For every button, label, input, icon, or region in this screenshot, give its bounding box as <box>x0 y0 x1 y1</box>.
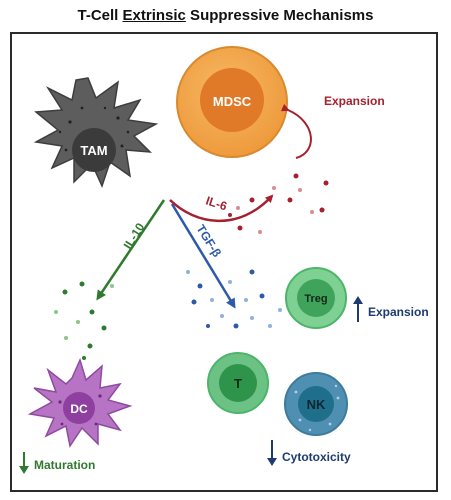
figure-title: T-Cell Extrinsic Suppressive Mechanisms <box>0 7 451 24</box>
maturation-label: Maturation <box>34 458 95 472</box>
mdsc-nucleus <box>200 68 264 132</box>
il6-arrow <box>169 194 274 223</box>
tgfb-label: TGF-β <box>193 222 224 259</box>
title-prefix: T-Cell <box>77 7 123 24</box>
mdsc-expansion-label: Expansion <box>324 94 385 108</box>
il6-particles <box>228 173 329 234</box>
t-cell-nucleus <box>219 364 257 402</box>
il6-label: IL-6 <box>204 194 229 214</box>
mdsc-expansion-arrow <box>280 103 312 159</box>
nk-nucleus <box>298 386 334 422</box>
il10-arrow <box>96 199 166 301</box>
tam-nucleus <box>72 128 116 172</box>
mdsc-label: MDSC <box>213 94 252 109</box>
tam-cell: TAM <box>33 77 159 189</box>
mdsc-cell: MDSC <box>176 46 288 158</box>
dc-nucleus <box>63 392 95 424</box>
tgfb-particles <box>186 269 282 329</box>
t-cell: T <box>207 352 269 414</box>
treg-cell: Treg <box>285 267 347 329</box>
treg-expansion-label: Expansion <box>368 305 429 319</box>
treg-label: Treg <box>304 293 327 305</box>
cytotoxicity-down-arrow-head <box>267 458 277 466</box>
treg-nucleus <box>297 279 335 317</box>
maturation-down-arrow-head <box>19 466 29 474</box>
tam-label: TAM <box>80 143 107 158</box>
dc-cell: DC <box>27 357 133 448</box>
nk-cell: NK <box>284 372 348 436</box>
cytotoxicity-label: Cytotoxicity <box>282 450 351 464</box>
t-cell-label: T <box>234 376 242 391</box>
title-suffix: Suppressive Mechanisms <box>185 7 374 24</box>
il10-particles <box>54 281 114 360</box>
title-underlined-word: Extrinsic <box>122 7 186 24</box>
tgfb-arrow <box>170 203 236 309</box>
il10-label: IL-10 <box>121 220 148 251</box>
treg-expansion-up-arrow-head <box>353 296 363 304</box>
nk-label: NK <box>307 397 326 412</box>
dc-label: DC <box>70 402 88 416</box>
